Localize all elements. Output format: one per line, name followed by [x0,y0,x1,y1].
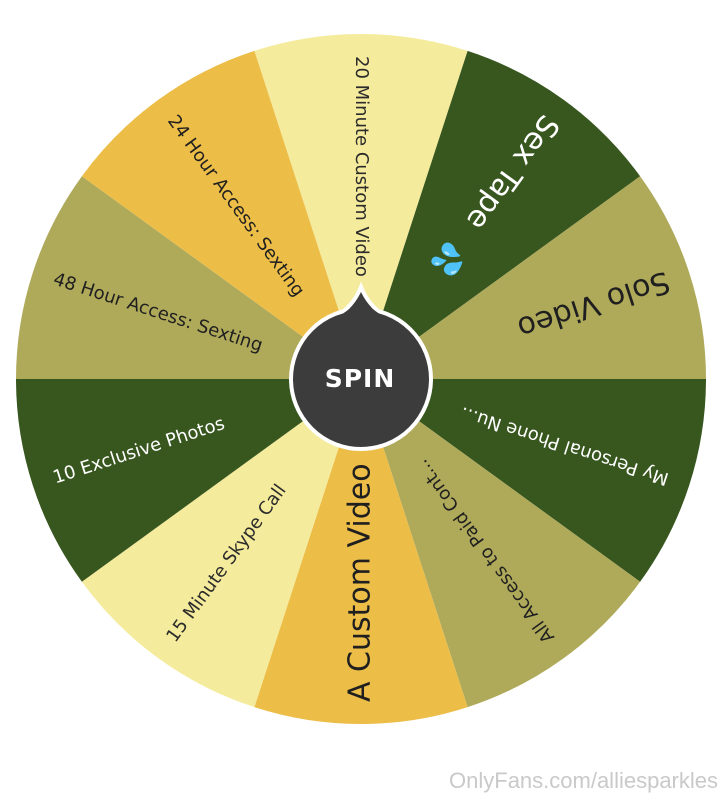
watermark: OnlyFans.com/alliesparkles [449,768,718,793]
spin-button[interactable] [288,307,432,451]
wheel-segment [81,379,362,708]
spin-pointer-fill [339,293,383,316]
wheel-segment [254,379,468,724]
wheel-segment [16,379,361,582]
wheel-segment [361,176,706,379]
wheel-segment [16,176,361,379]
wheel-segment [361,379,641,708]
wheel-segment-label: 20 Minute Custom Video [351,56,372,277]
wheel-segment [254,33,468,379]
wheel-segment [361,50,641,380]
wheel-segment [361,379,706,582]
wheel-segment [81,50,362,380]
wheel-segment-label: A Custom Video [343,463,378,702]
